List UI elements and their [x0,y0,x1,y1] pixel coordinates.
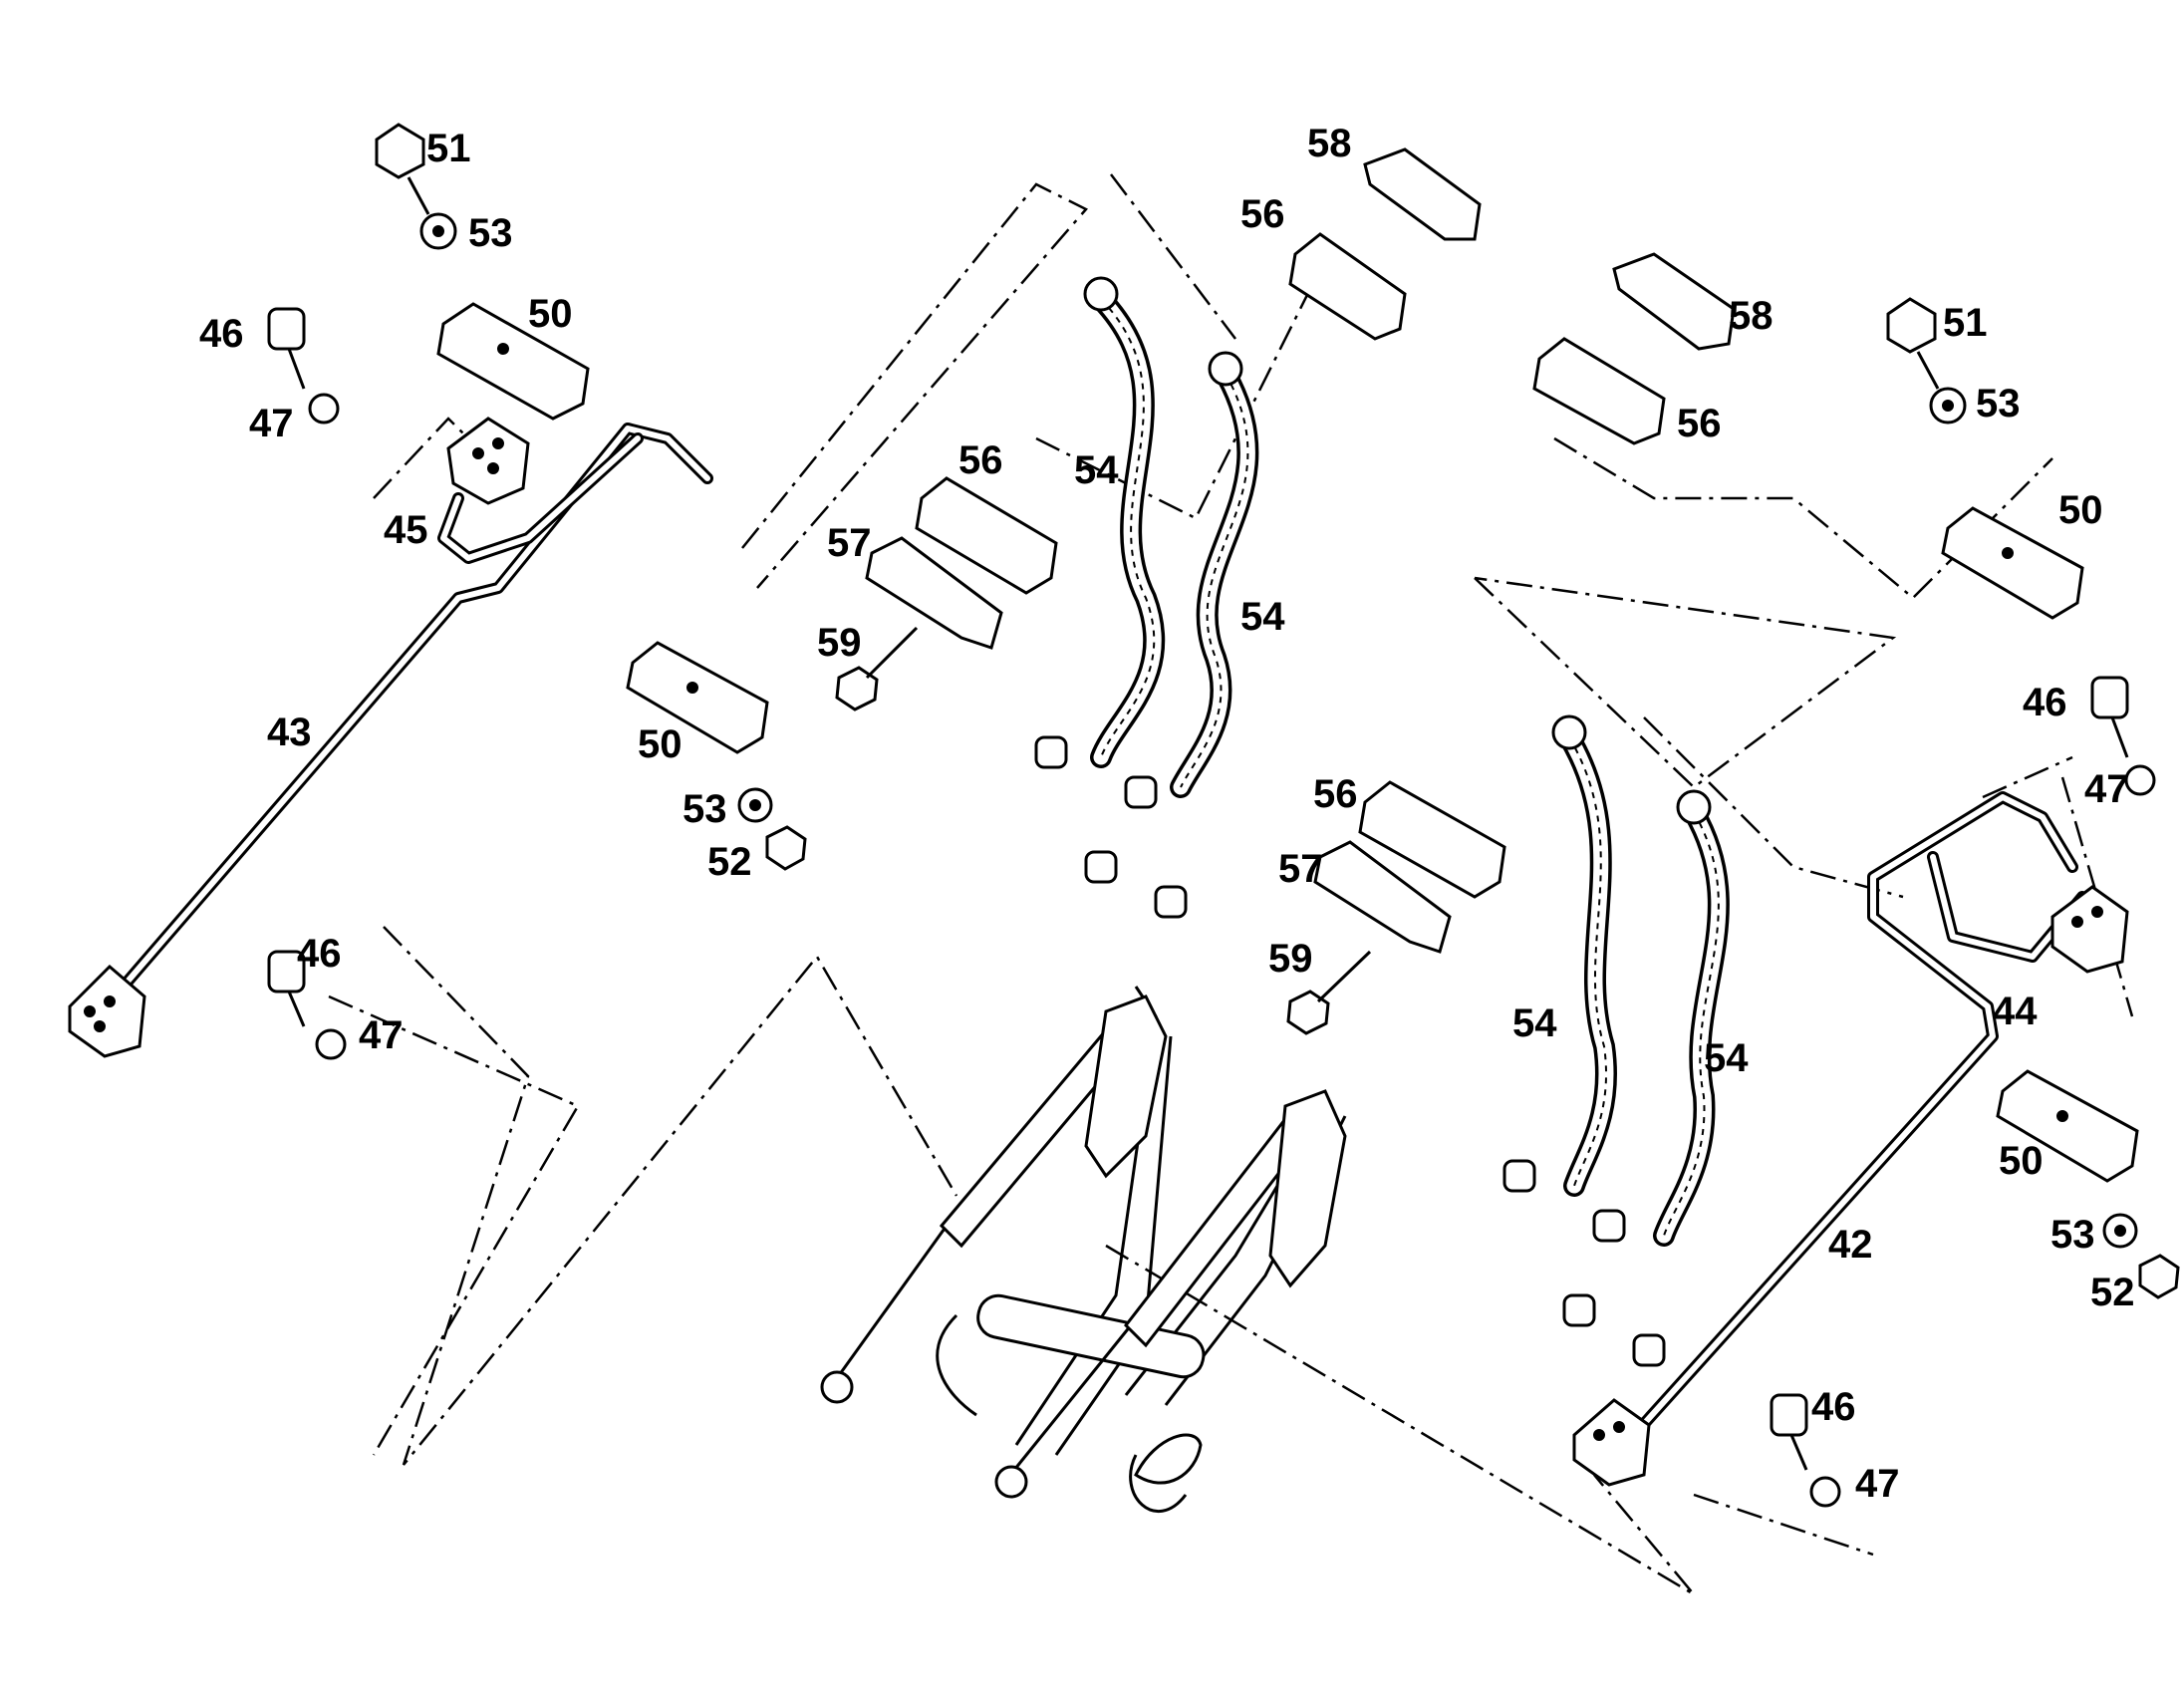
clamp-50-top-right [1941,506,2084,620]
plate-57-a [865,536,1003,650]
callout-52-right: 52 [2090,1271,2135,1314]
callout-59-a: 59 [817,621,862,665]
clamp-50-top-left [436,302,590,421]
callout-58-b: 58 [1729,294,1774,338]
callout-57-a: 57 [827,521,872,565]
callout-47-right-bottom: 47 [1855,1462,1900,1506]
callout-44: 44 [1993,990,2038,1033]
bolt-46-left-bottom [267,950,306,1027]
washer-53-right-top [1929,387,1967,425]
callout-47-left-bottom: 47 [359,1013,404,1057]
callout-47-left-top: 47 [249,402,294,445]
cylinder-left [820,995,1168,1404]
clamp-50-bottom-right [1996,1069,2139,1183]
callout-56-c: 56 [1677,402,1722,445]
callout-51-left: 51 [426,127,471,170]
clamp-50-mid-left [626,641,769,754]
hose-54-a [1083,276,1166,768]
washer-53-left-top [419,212,457,250]
washer-47-left-bottom [315,1028,347,1060]
washer-47-right-bottom [1809,1476,1841,1508]
hose-54-c [1551,714,1617,1197]
block-44 [2050,885,2129,974]
callout-56-d: 56 [1313,772,1358,816]
callout-54-a: 54 [1074,448,1119,492]
callout-43: 43 [267,711,312,754]
cylinder-right [994,1089,1347,1499]
bolt-51-right [1886,297,1940,390]
callout-51-right: 51 [1943,301,1988,345]
bolt-46-right-top [2090,676,2129,758]
washer-47-right-top [2124,764,2156,796]
block-42-end [1572,1398,1651,1487]
callout-47-right-top: 47 [2084,767,2129,811]
callout-54-d: 54 [1704,1036,1749,1080]
washer-47-left-top [308,393,340,425]
clamp-56-d [1358,780,1506,899]
callout-58-a: 58 [1307,122,1352,165]
callout-54-b: 54 [1240,595,1285,639]
block-45 [446,417,530,505]
callout-53-right-bottom: 53 [2050,1213,2095,1257]
bolt-46-left-top [267,307,306,390]
callout-52-left: 52 [707,840,752,884]
clamp-56-b [1288,232,1407,341]
callout-50-mid-left: 50 [638,722,682,766]
callout-53-left-bottom: 53 [682,787,727,831]
callout-50-bottom-right: 50 [1999,1139,2044,1183]
callout-42: 42 [1828,1223,1873,1267]
callout-50-top-right: 50 [2058,488,2103,532]
callout-54-c: 54 [1512,1001,1557,1045]
callout-56-b: 56 [1240,192,1285,236]
washer-53-right-bottom [2102,1213,2138,1249]
callout-57-b: 57 [1278,847,1323,891]
clamp-56-a [915,476,1058,595]
callout-56-a: 56 [958,438,1003,482]
pipe-43 [109,423,713,1002]
washer-53-left-bottom [737,787,773,823]
callout-53-right-top: 53 [1976,382,2021,426]
bolt-46-right-bottom [1770,1393,1808,1471]
nut-52-right [2138,1254,2180,1299]
callout-45: 45 [384,508,428,552]
callout-59-b: 59 [1268,937,1313,981]
hose-54-d [1653,789,1730,1247]
block-43-end [68,964,146,1058]
hose-clips [1034,735,1666,1367]
bolt-59-b [1286,950,1372,1035]
callout-50-top-left: 50 [528,292,573,336]
bolt-51-left [375,123,430,215]
callout-46-right-bottom: 46 [1811,1385,1856,1429]
plate-58-b [1612,252,1736,351]
clamp-56-c [1532,337,1666,445]
plate-57-b [1313,840,1452,954]
plate-58-a [1363,147,1482,241]
bolt-59-a [835,626,919,711]
hose-54-b [1170,351,1259,798]
callout-labels: 51 53 50 46 47 45 43 50 53 52 46 47 58 5… [199,122,2135,1506]
nut-52-left [765,825,807,871]
callout-46-right-top: 46 [2023,681,2067,724]
callout-53-left-top: 53 [468,211,513,255]
callout-46-left-bottom: 46 [297,932,342,976]
callout-46-left-top: 46 [199,312,244,356]
